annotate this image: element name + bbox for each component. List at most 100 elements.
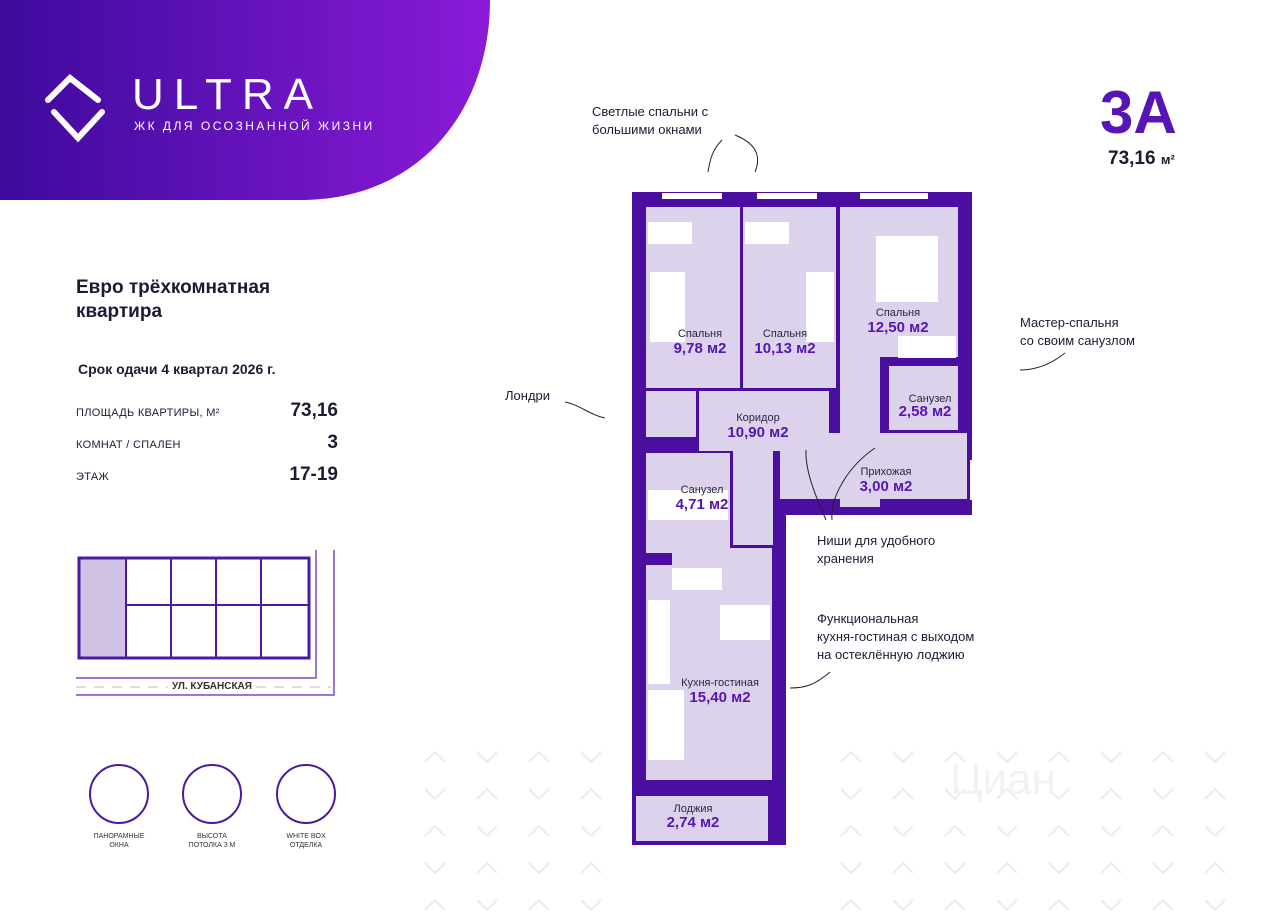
room-loggia	[636, 796, 768, 841]
chevron-mark	[1204, 825, 1226, 838]
brand-tagline: ЖК ДЛЯ ОСОЗНАННОЙ ЖИЗНИ	[134, 119, 375, 133]
room-name: Кухня-гостиная	[681, 677, 759, 689]
chevron-mark	[1152, 898, 1174, 911]
room-bathroom-master	[889, 366, 958, 430]
chevron-mark	[580, 751, 602, 764]
chevron-mark	[1204, 861, 1226, 874]
spec-value: 3	[327, 432, 338, 453]
chevron-mark	[944, 750, 966, 763]
note-kitchen: Функциональная кухня-гостиная с выходом на…	[817, 610, 974, 664]
note-line: со своим санузлом	[1020, 333, 1135, 348]
chevron-mark	[424, 898, 446, 911]
chevron-mark	[1100, 825, 1122, 838]
chevron-mark	[996, 825, 1018, 838]
title-line: квартира	[76, 301, 163, 322]
room-area: 2,58 м2	[898, 403, 952, 420]
chevron-mark	[1204, 787, 1226, 800]
chevron-mark	[892, 787, 914, 800]
chevron-mark	[996, 861, 1018, 874]
room-name: Прихожая	[860, 466, 912, 478]
note-line: на остеклённую лоджию	[817, 647, 965, 662]
room-name: Коридор	[736, 412, 780, 424]
chevron-mark	[476, 825, 498, 838]
apartment-total-area: 73,16 м²	[1108, 148, 1175, 170]
room-laundry	[646, 391, 696, 437]
note-line: кухня-гостиная с выходом	[817, 629, 975, 644]
spec-label: КОМНАТ / СПАЛЕН	[76, 439, 181, 451]
note-line: хранения	[817, 551, 874, 566]
chevron-mark	[892, 751, 914, 764]
chevron-mark	[528, 788, 550, 801]
chevron-mark	[840, 862, 862, 875]
chevron-mark	[892, 825, 914, 838]
chevron-mark	[424, 788, 446, 801]
chevron-mark	[1048, 862, 1070, 875]
chevron-mark	[1100, 787, 1122, 800]
title-line: Евро трёхкомнатная	[76, 277, 271, 298]
apartment-code: 3А	[1100, 79, 1177, 146]
chevron-mark	[476, 787, 498, 800]
ceiling-height-icon	[182, 764, 242, 824]
chevron-mark	[1152, 862, 1174, 875]
header-banner	[0, 0, 490, 200]
feature-label: ОТДЕЛКА	[289, 842, 323, 849]
chevron-mark	[580, 825, 602, 838]
spec-label: ЭТАЖ	[76, 471, 109, 483]
spec-floor: ЭТАЖ 17-19	[76, 464, 338, 486]
chevron-mark	[528, 750, 550, 763]
chevron-mark	[892, 861, 914, 874]
chevron-mark	[1048, 824, 1070, 837]
logo-icon	[45, 73, 105, 143]
room-name: Спальня	[762, 328, 808, 340]
chevron-pattern: /* pattern drawn below */	[424, 750, 1226, 912]
chevron-mark	[944, 824, 966, 837]
spec-value: 17-19	[289, 464, 338, 485]
apartment-plan	[632, 192, 1008, 845]
chevron-mark	[1152, 824, 1174, 837]
annotation-arrows	[564, 134, 1066, 689]
chevron-mark	[424, 824, 446, 837]
chevron-mark	[996, 751, 1018, 764]
room-hallway	[780, 433, 967, 499]
room-name: Санузел	[908, 393, 952, 405]
chevron-mark	[1152, 750, 1174, 763]
chevron-mark	[1100, 899, 1122, 912]
feature-label: WHITE BOX	[286, 833, 326, 840]
chevron-mark	[1204, 751, 1226, 764]
chevron-mark	[476, 751, 498, 764]
chevron-mark	[580, 899, 602, 912]
note-laundry: Лондри	[505, 388, 551, 403]
room-area: 10,90 м2	[727, 424, 789, 441]
note-line: большими окнами	[592, 122, 702, 137]
brand-logo-text: ULTRA	[132, 70, 323, 119]
chevron-mark	[840, 788, 862, 801]
room-name: Лоджия	[673, 803, 713, 815]
chevron-mark	[996, 899, 1018, 912]
chevron-mark	[944, 862, 966, 875]
chevron-mark	[840, 750, 862, 763]
chevron-mark	[528, 824, 550, 837]
paint-brush-icon	[276, 764, 336, 824]
building-floor-plan: УЛ. КУБАНСКАЯ	[76, 550, 338, 700]
chevron-mark	[1100, 861, 1122, 874]
watermark: Циан	[950, 755, 1056, 804]
area-value: 73,16	[1108, 148, 1156, 169]
chevron-mark	[1048, 898, 1070, 911]
chevron-mark	[1152, 788, 1174, 801]
delivery-date: Срок одачи 4 квартал 2026 г.	[78, 361, 276, 377]
note-line: Функциональная	[817, 611, 919, 626]
chevron-mark	[996, 787, 1018, 800]
chevron-mark	[1100, 751, 1122, 764]
spec-rooms: КОМНАТ / СПАЛЕН 3	[76, 432, 338, 454]
street-label: УЛ. КУБАНСКАЯ	[168, 681, 256, 692]
chevron-mark	[424, 750, 446, 763]
chevron-mark	[840, 824, 862, 837]
chevron-mark	[1048, 788, 1070, 801]
feature-label: ПАНОРАМНЫЕ	[93, 833, 145, 840]
